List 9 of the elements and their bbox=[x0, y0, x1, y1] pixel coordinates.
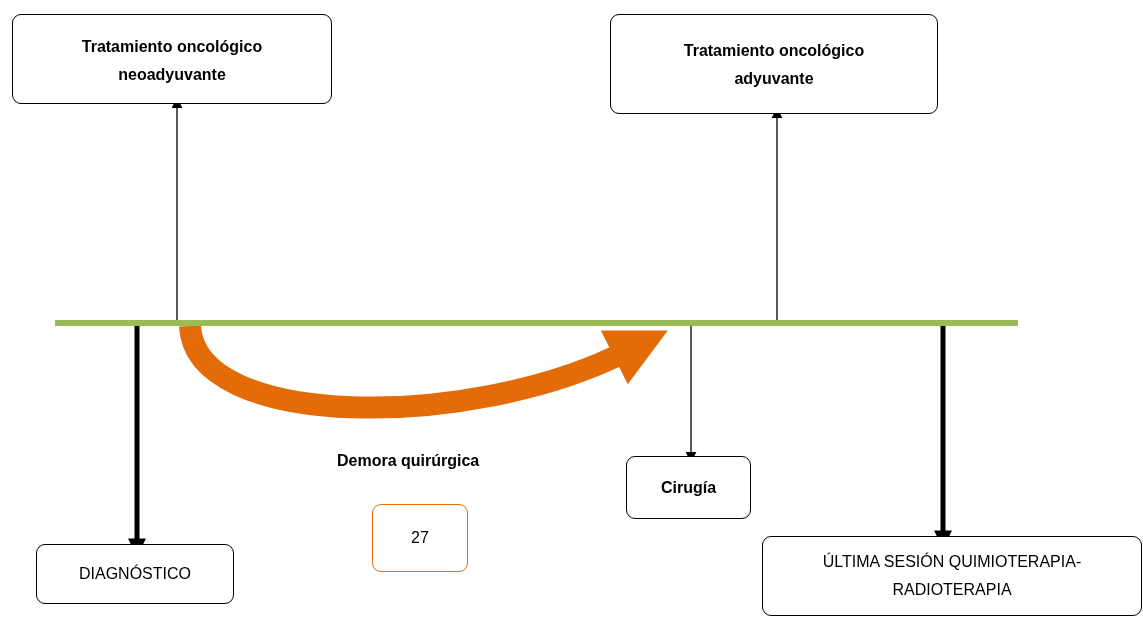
event-box: DIAGNÓSTICO bbox=[36, 544, 234, 604]
event-box: Tratamiento oncológico adyuvante bbox=[610, 14, 938, 114]
curved-arrow bbox=[179, 323, 669, 419]
timeline-bar bbox=[55, 320, 1018, 326]
duration-label: Demora quirúrgica bbox=[337, 452, 480, 470]
value-box: 27 bbox=[372, 504, 468, 572]
event-box: ÚLTIMA SESIÓN QUIMIOTERAPIA-RADIOTERAPIA bbox=[762, 536, 1142, 616]
event-box: Cirugía bbox=[626, 456, 751, 519]
event-box: Tratamiento oncológico neoadyuvante bbox=[12, 14, 332, 104]
